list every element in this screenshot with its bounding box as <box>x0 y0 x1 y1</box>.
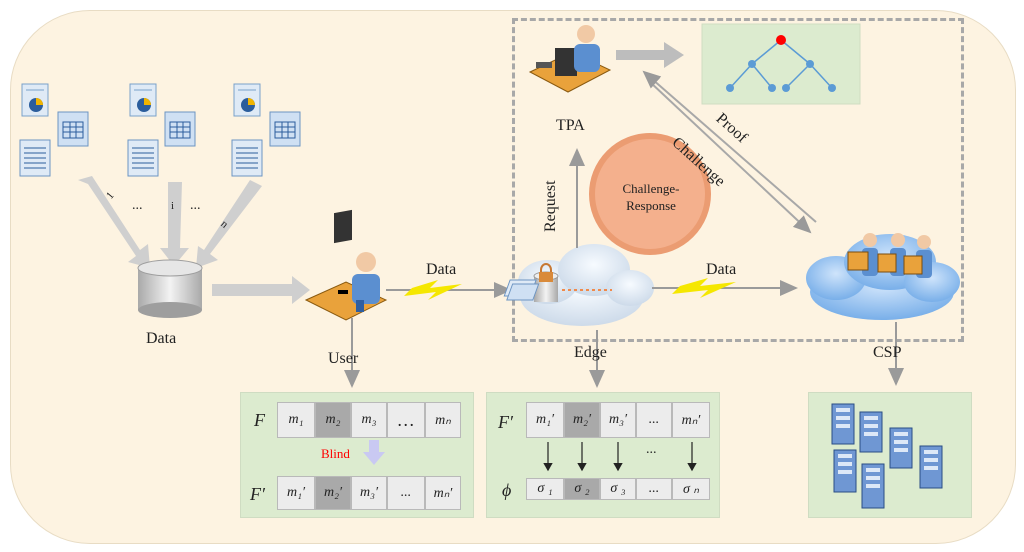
edge-row2-cell: σ ₃ <box>600 478 636 500</box>
user-row2-cell: m₁′ <box>277 476 315 510</box>
docs-to-data-arrows <box>78 176 262 268</box>
blind-arrow-icon <box>363 440 385 465</box>
edge-mid-ellipsis: ... <box>646 442 657 457</box>
tree-nodes <box>726 60 836 92</box>
challenge-arrow <box>649 81 812 234</box>
lock-icon <box>533 263 559 302</box>
document-group-i <box>127 83 196 177</box>
user-row1-cell: m₂ <box>315 402 351 438</box>
user-row2-cell: mₙ′ <box>425 476 461 510</box>
ellipsis-a: ... <box>132 198 143 213</box>
tree-root-node <box>776 35 786 45</box>
edge-row1-cell: m₁′ <box>526 402 564 438</box>
tpa-to-proof-arrow <box>616 42 684 68</box>
server-icon <box>831 403 855 445</box>
document-stack-icon <box>503 279 540 301</box>
spreadsheet-icon <box>57 111 89 147</box>
document-icon <box>19 139 51 177</box>
spreadsheet-icon <box>164 111 196 147</box>
edge-row2-label: ϕ <box>502 480 512 500</box>
user-label: User <box>328 350 359 367</box>
data-to-user-arrow <box>212 276 310 304</box>
document-group-n <box>231 83 301 177</box>
edge-label: Edge <box>574 344 607 361</box>
csp-label: CSP <box>873 344 902 361</box>
edge-row1-cell: mₙ′ <box>672 402 710 438</box>
edge-row2-cell: σ ₙ <box>672 478 710 500</box>
challenge-response-circle <box>589 133 711 255</box>
server-icon <box>833 449 857 493</box>
edge-row1-cell: m₂′ <box>564 402 600 438</box>
verification-boundary <box>512 18 964 342</box>
database-icon <box>137 259 203 318</box>
user-workstation-icon <box>304 209 388 321</box>
csp-operators-icon <box>847 233 932 278</box>
pie-chart-icon <box>21 83 49 117</box>
tpa-workstation-icon <box>528 25 612 93</box>
data-arrow-label-1: Data <box>426 261 457 278</box>
edge-row2-cell: σ ₂ <box>564 478 600 500</box>
server-icon-group <box>831 403 943 509</box>
server-icon <box>889 427 913 469</box>
user-row2-cell: m₃′ <box>351 476 387 510</box>
data-store-label: Data <box>146 330 177 347</box>
server-icon <box>861 463 885 509</box>
tree-icon <box>729 39 833 89</box>
user-row2-cell: m₂′ <box>315 476 351 510</box>
user-row1-label: F <box>254 410 265 430</box>
spreadsheet-icon <box>269 111 301 147</box>
edge-row1-label: F′ <box>498 412 513 432</box>
lightning-icon <box>672 278 736 298</box>
user-row1-cell: mₙ <box>425 402 461 438</box>
tpa-label: TPA <box>556 117 585 134</box>
challenge-response-label: Challenge-Response <box>622 181 680 213</box>
server-icon <box>919 445 943 489</box>
edge-row1-cell: m₃′ <box>600 402 636 438</box>
data-arrow-label-2: Data <box>706 261 737 278</box>
edge-row1-cell: ... <box>636 402 672 438</box>
proof-arrow <box>642 70 817 223</box>
doc-group-i-label: i <box>171 200 175 212</box>
edge-row2-cell: σ ₁ <box>526 478 564 500</box>
document-group-1 <box>19 83 89 177</box>
edge-tag-arrows <box>543 442 697 472</box>
ellipsis-b: ... <box>190 198 201 213</box>
blind-label: Blind <box>321 446 350 461</box>
request-label: Request <box>542 180 559 232</box>
edge-row2-cell: ... <box>636 478 672 500</box>
user-row2-label: F′ <box>250 484 265 504</box>
lightning-icon <box>404 280 462 300</box>
pie-chart-icon <box>129 83 157 117</box>
document-icon <box>127 139 159 177</box>
pie-chart-icon <box>233 83 261 117</box>
server-icon <box>859 411 883 453</box>
user-row1-cell: m₃ <box>351 402 387 438</box>
user-row2-cell: ... <box>387 476 425 510</box>
user-row1-cell: … <box>387 402 425 438</box>
document-icon <box>231 139 263 177</box>
cloud-icon <box>806 234 960 320</box>
user-row1-cell: m₁ <box>277 402 315 438</box>
